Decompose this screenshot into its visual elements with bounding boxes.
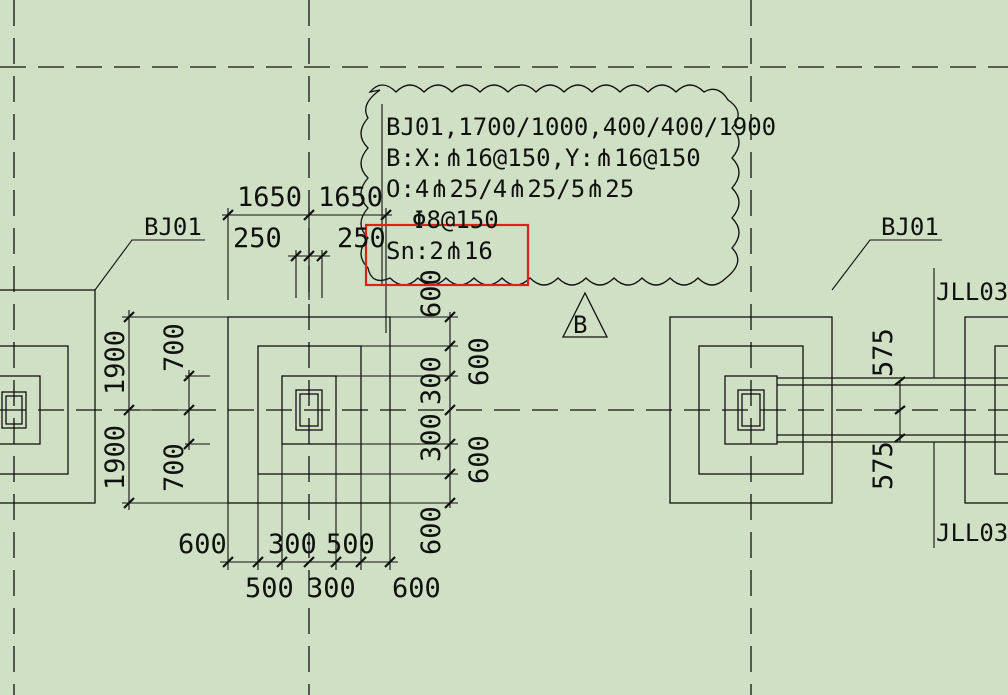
footing-far-right-partial xyxy=(964,316,1008,504)
leaders xyxy=(94,239,942,291)
footing-label-left: BJ01 xyxy=(144,213,202,241)
dim-bottom-500-b: 500 xyxy=(245,573,294,604)
dim-bottom-600-left: 600 xyxy=(178,529,227,560)
dim-left-1900-b: 1900 xyxy=(100,425,131,490)
dim-bottom-500-a: 500 xyxy=(326,529,375,560)
section-symbol: B xyxy=(561,291,609,339)
callout-line-1: BJ01,1700/1000,400/400/1900 xyxy=(386,113,776,141)
top-dimensions xyxy=(222,208,392,333)
dim-right-600-bottom: 600 xyxy=(416,506,447,555)
footing-left-partial xyxy=(0,289,96,504)
dim-right-300-b: 300 xyxy=(416,413,447,462)
revision-cloud xyxy=(360,84,740,286)
dim-left-1900-a: 1900 xyxy=(100,330,131,395)
dim-top-250-b: 250 xyxy=(337,223,386,254)
dim-top-250-a: 250 xyxy=(233,223,282,254)
bottom-dimensions xyxy=(220,444,398,570)
beam-label-bottom: JLL03( xyxy=(936,519,1008,547)
left-dimensions xyxy=(122,310,228,510)
right-dimensions xyxy=(336,311,458,509)
beam-label-top: JLL03( xyxy=(936,278,1008,306)
dim-right-600-b: 600 xyxy=(464,435,495,484)
callout-line-4: Φ8@150 xyxy=(412,206,499,234)
footing-right xyxy=(669,316,833,504)
dim-beam-575-a: 575 xyxy=(868,328,899,377)
dim-top-1650-a: 1650 xyxy=(237,182,302,213)
tie-beam xyxy=(777,268,1008,548)
footing-center xyxy=(227,316,391,504)
dim-beam-575-b: 575 xyxy=(868,441,899,490)
dim-bottom-300-a: 300 xyxy=(268,529,317,560)
dim-bottom-600-right: 600 xyxy=(392,573,441,604)
dim-right-300-a: 300 xyxy=(416,356,447,405)
dim-top-1650-b: 1650 xyxy=(318,182,383,213)
footing-label-right: BJ01 xyxy=(881,213,939,241)
dim-left-700-a: 700 xyxy=(159,323,190,372)
dim-left-700-b: 700 xyxy=(159,443,190,492)
section-mark-label: B xyxy=(573,311,587,339)
highlight-box xyxy=(364,223,530,287)
dim-bottom-300-b: 300 xyxy=(307,573,356,604)
callout-line-2: B:X:⋔16@150,Y:⋔16@150 xyxy=(386,144,701,172)
callout-line-5: Sn:2⋔16 xyxy=(386,237,493,265)
dim-right-600-a: 600 xyxy=(464,337,495,386)
callout-line-3: O:4⋔25/4⋔25/5⋔25 xyxy=(386,175,634,203)
dim-right-600-top: 600 xyxy=(416,269,447,318)
